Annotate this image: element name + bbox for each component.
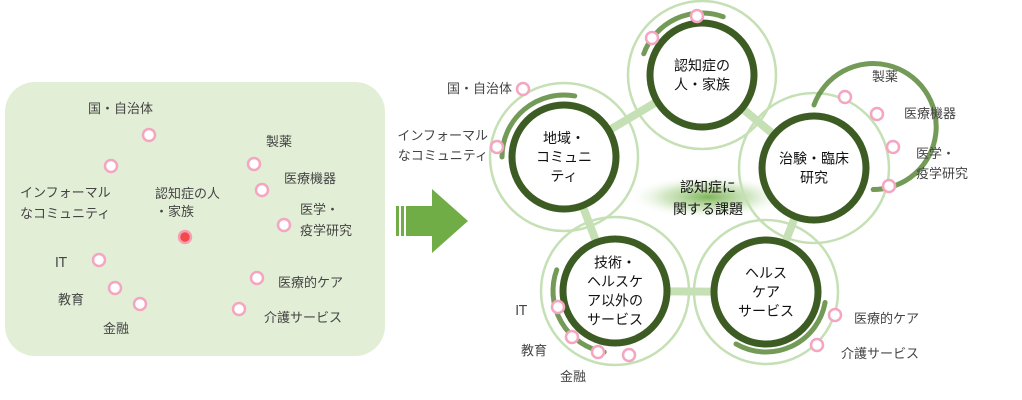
left-item-dot [254, 182, 270, 198]
satellite-dot [885, 139, 901, 155]
hub-outer-ring [488, 81, 640, 233]
hub-outer-ring [737, 91, 891, 245]
hub-accent-arc [811, 61, 939, 193]
satellite-label: 金融 [560, 369, 586, 385]
left-item-label: 国・自治体 [88, 102, 153, 117]
center-glow [628, 175, 788, 219]
hub-ring [710, 236, 822, 348]
center-issue-label: 認知症に関する課題 [673, 179, 743, 218]
satellite-label: IT [515, 304, 527, 319]
left-item-dot [107, 280, 123, 296]
left-item-dot [132, 296, 148, 312]
satellite-dot [827, 307, 843, 323]
left-item-label: 教育 [58, 292, 84, 308]
left-item-dot [246, 156, 262, 172]
hub-label: 技術・ヘルスケア以外のサービス [587, 256, 643, 329]
hub-label: ヘルスケアサービス [738, 266, 794, 320]
satellite-dot [489, 139, 505, 155]
hub-dot [881, 178, 897, 194]
arrow-icon [396, 189, 468, 253]
satellite-dot [564, 329, 580, 345]
left-item-label: 医療的ケア [278, 275, 343, 291]
hub-label: 治験・臨床研究 [779, 152, 849, 187]
left-item-label: インフォーマルなコミュニティ [20, 186, 111, 222]
left-item-dot [141, 127, 157, 143]
satellite-dot [837, 89, 853, 105]
left-item-label: 介護サービス [264, 310, 342, 326]
hub-node: 治験・臨床研究 [758, 112, 870, 224]
satellite-label: 医療的ケア [854, 311, 919, 327]
satellite-label: インフォーマルなコミュニティ [397, 129, 488, 164]
hub-dot [621, 347, 637, 363]
satellite-dot [809, 337, 825, 353]
left-panel [5, 82, 385, 356]
satellite-label: 介護サービス [841, 346, 919, 362]
hub-label: 認知症の人・家族 [674, 58, 730, 94]
satellite-dot [550, 299, 566, 315]
left-item-dot [91, 252, 107, 268]
hub-ring [646, 19, 758, 131]
hub-node: 技術・ヘルスケア以外のサービス [559, 235, 671, 347]
hub-ring [508, 101, 620, 213]
satellite-label: 医学・疫学研究 [916, 146, 968, 182]
satellite-dot [590, 344, 606, 360]
hub-accent-arc [550, 267, 607, 355]
hub-outer-ring [626, 0, 778, 151]
left-item-dot [276, 217, 292, 233]
left-item-label: 製薬 [266, 135, 292, 150]
hub-accent-arc [499, 92, 578, 160]
left-item-label: 医学・疫学研究 [300, 202, 352, 239]
satellite-dot [869, 106, 885, 122]
satellite-label: 医療機器 [904, 107, 956, 122]
hub-node: ヘルスケアサービス [710, 236, 822, 348]
hub-dot [689, 8, 705, 24]
left-item-label: 医療機器 [284, 172, 336, 187]
left-item-dot [231, 301, 247, 317]
left-center-label: 認知症の人・家族 [155, 186, 220, 220]
satellite-label: 教育 [521, 343, 547, 359]
hub-dot [644, 30, 660, 46]
hub-ring [758, 112, 870, 224]
hub-label: 地域・コミュニティ [536, 131, 592, 185]
left-item-label: 金融 [103, 321, 129, 337]
left-item-label: IT [55, 256, 67, 271]
left-item-dot [249, 270, 265, 286]
satellite-label: 国・自治体 [447, 82, 512, 97]
left-item-dot [103, 158, 119, 174]
left-center-dot [177, 229, 193, 245]
hub-ring [559, 235, 671, 347]
hub-node: 認知症の人・家族 [646, 19, 758, 131]
hub-accent-arc [733, 299, 828, 355]
satellite-label: 製薬 [872, 70, 898, 85]
satellite-dot [515, 81, 531, 97]
hub-node: 地域・コミュニティ [508, 101, 620, 213]
